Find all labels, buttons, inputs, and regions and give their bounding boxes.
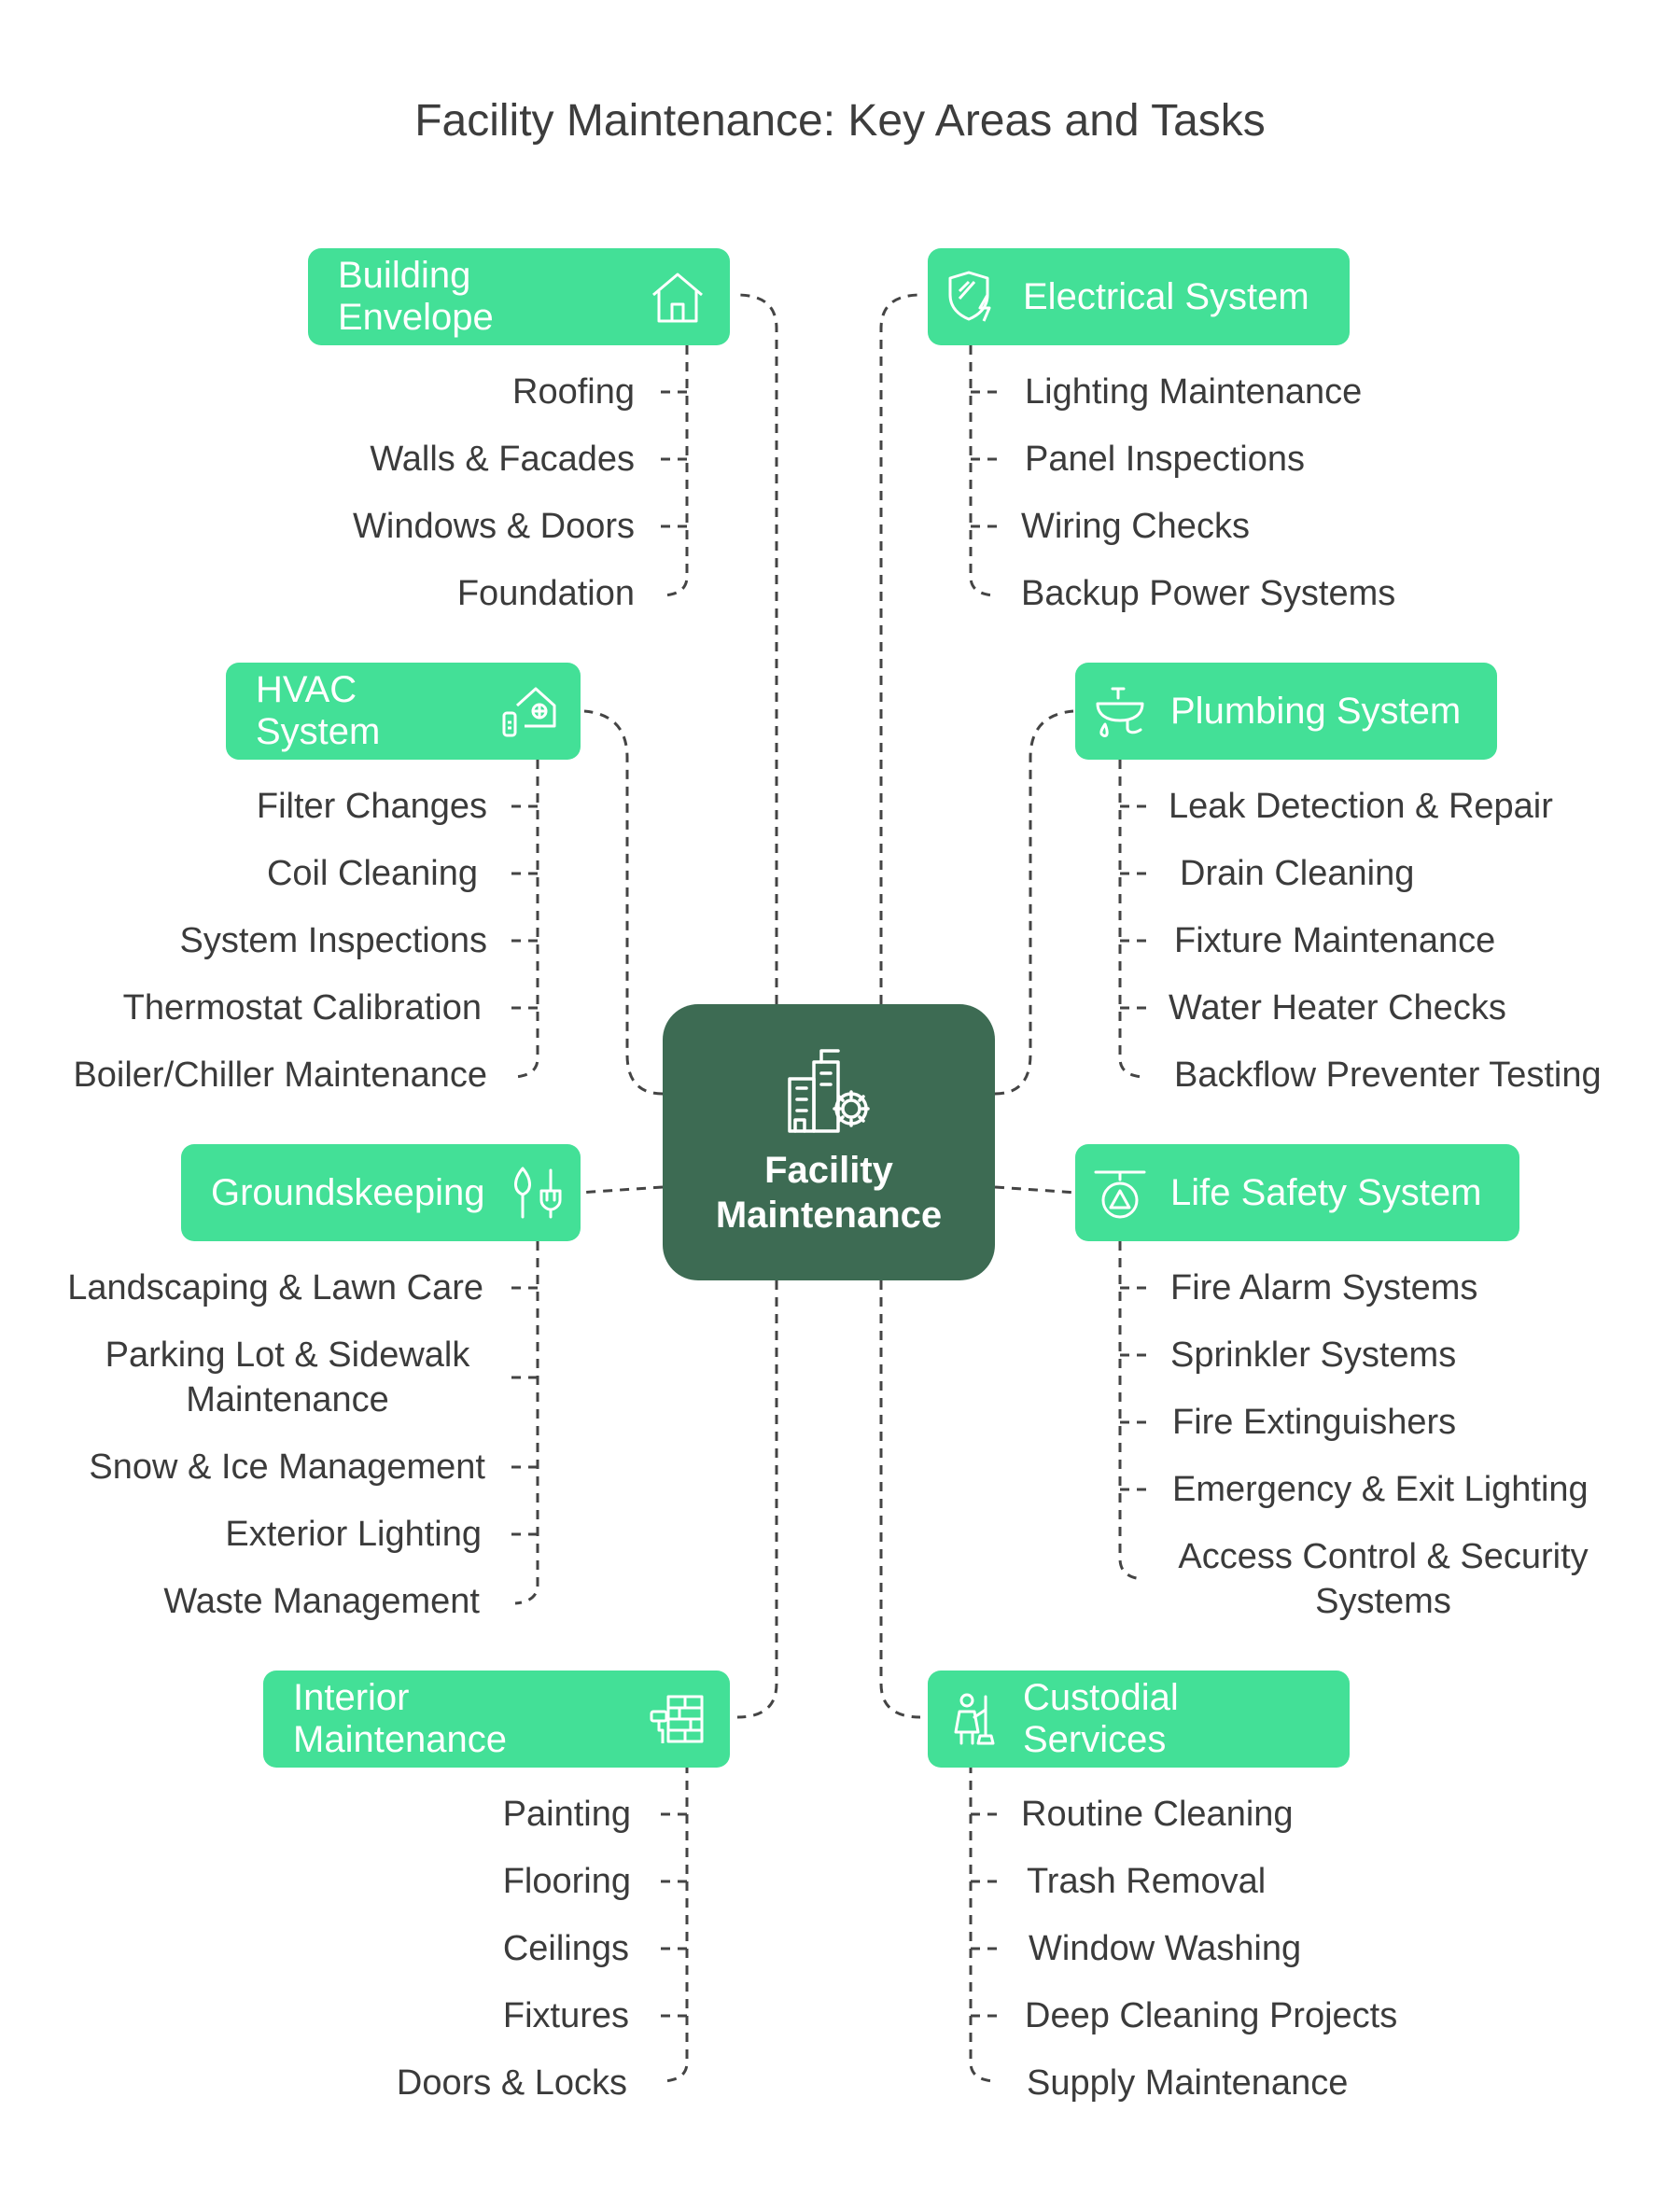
node-custodial-services[interactable]: Custodial Services: [928, 1671, 1350, 1768]
node-life-safety-system[interactable]: Life Safety System: [1075, 1144, 1519, 1241]
node-electrical-system[interactable]: Electrical System: [928, 248, 1350, 345]
house-fan-icon: [498, 681, 558, 741]
garden-tools-icon: [506, 1163, 566, 1223]
cleaner-person-icon: [943, 1689, 1002, 1749]
node-plumbing-system[interactable]: Plumbing System: [1075, 663, 1497, 760]
task-item: Flooring: [502, 1862, 631, 1901]
diagram-title: Facility Maintenance: Key Areas and Task…: [414, 96, 1266, 146]
task-item: Fire Extinguishers: [1172, 1403, 1457, 1442]
task-item: Filter Changes: [256, 787, 487, 826]
task-item: Walls & Facades: [370, 440, 635, 479]
task-item: Water Heater Checks: [1169, 988, 1506, 1028]
node-label: Interior Maintenance: [293, 1677, 508, 1760]
task-item: Ceilings: [502, 1929, 629, 1968]
center-label-line1: Facility: [764, 1150, 893, 1191]
task-item: Trash Removal: [1027, 1862, 1267, 1901]
node-label: Custodial Services: [1023, 1677, 1179, 1760]
task-item: Painting: [502, 1795, 631, 1834]
task-item: Fire Alarm Systems: [1170, 1268, 1478, 1307]
task-item: Thermostat Calibration: [122, 988, 482, 1028]
task-item: Exterior Lighting: [225, 1515, 482, 1554]
node-label: Electrical System: [1023, 275, 1309, 317]
task-item: Foundation: [456, 574, 635, 613]
task-item: Roofing: [512, 372, 635, 412]
node-label: Groundskeeping: [211, 1171, 485, 1213]
task-item: Supply Maintenance: [1027, 2063, 1349, 2103]
task-item: Fixture Maintenance: [1174, 921, 1496, 960]
node-groundskeeping[interactable]: Groundskeeping: [181, 1144, 581, 1241]
task-item: Doors & Locks: [396, 2063, 627, 2103]
house-icon: [648, 267, 707, 327]
task-item: Boiler/Chiller Maintenance: [73, 1056, 487, 1095]
sprinkler-warning-icon: [1090, 1163, 1150, 1223]
task-item: Coil Cleaning: [266, 854, 478, 893]
task-item: Lighting Maintenance: [1025, 372, 1363, 412]
task-item: Systems: [1315, 1582, 1451, 1621]
task-item: Routine Cleaning: [1021, 1795, 1294, 1834]
sink-drop-icon: [1090, 681, 1150, 741]
task-item: Landscaping & Lawn Care: [67, 1268, 483, 1307]
task-item: Deep Cleaning Projects: [1025, 1996, 1398, 2035]
task-item: Emergency & Exit Lighting: [1172, 1470, 1589, 1509]
task-item: System Inspections: [179, 921, 487, 960]
node-label: Life Safety System: [1170, 1171, 1482, 1213]
task-item: Backup Power Systems: [1021, 574, 1396, 613]
task-item: Fixtures: [502, 1996, 629, 2035]
node-label: Building Envelope: [338, 255, 494, 338]
paint-roller-wall-icon: [648, 1689, 707, 1749]
task-item: Backflow Preventer Testing: [1174, 1056, 1602, 1095]
task-item: Parking Lot & Sidewalk: [105, 1335, 470, 1375]
task-item: Wiring Checks: [1021, 507, 1250, 546]
shield-lightning-icon: [943, 267, 1002, 327]
node-building-envelope[interactable]: Building Envelope: [308, 248, 730, 345]
node-label: Plumbing System: [1170, 690, 1462, 732]
node-interior-maintenance[interactable]: Interior Maintenance: [263, 1671, 730, 1768]
task-item: Drain Cleaning: [1180, 854, 1415, 893]
task-item: Sprinkler Systems: [1170, 1335, 1457, 1375]
task-item: Leak Detection & Repair: [1169, 787, 1553, 826]
task-item: Waste Management: [163, 1582, 480, 1621]
task-item: Snow & Ice Management: [89, 1447, 485, 1487]
task-item: Panel Inspections: [1025, 440, 1305, 479]
task-item: Maintenance: [186, 1380, 389, 1419]
task-item: Windows & Doors: [353, 507, 635, 546]
center-label-line2: Maintenance: [715, 1195, 943, 1236]
task-item: Window Washing: [1029, 1929, 1302, 1968]
building-gear-icon: [782, 1045, 875, 1139]
node-label: HVAC System: [256, 669, 381, 752]
task-item: Access Control & Security: [1178, 1537, 1589, 1576]
center-node: Facility Maintenance: [663, 1004, 995, 1280]
node-hvac-system[interactable]: HVAC System: [226, 663, 581, 760]
